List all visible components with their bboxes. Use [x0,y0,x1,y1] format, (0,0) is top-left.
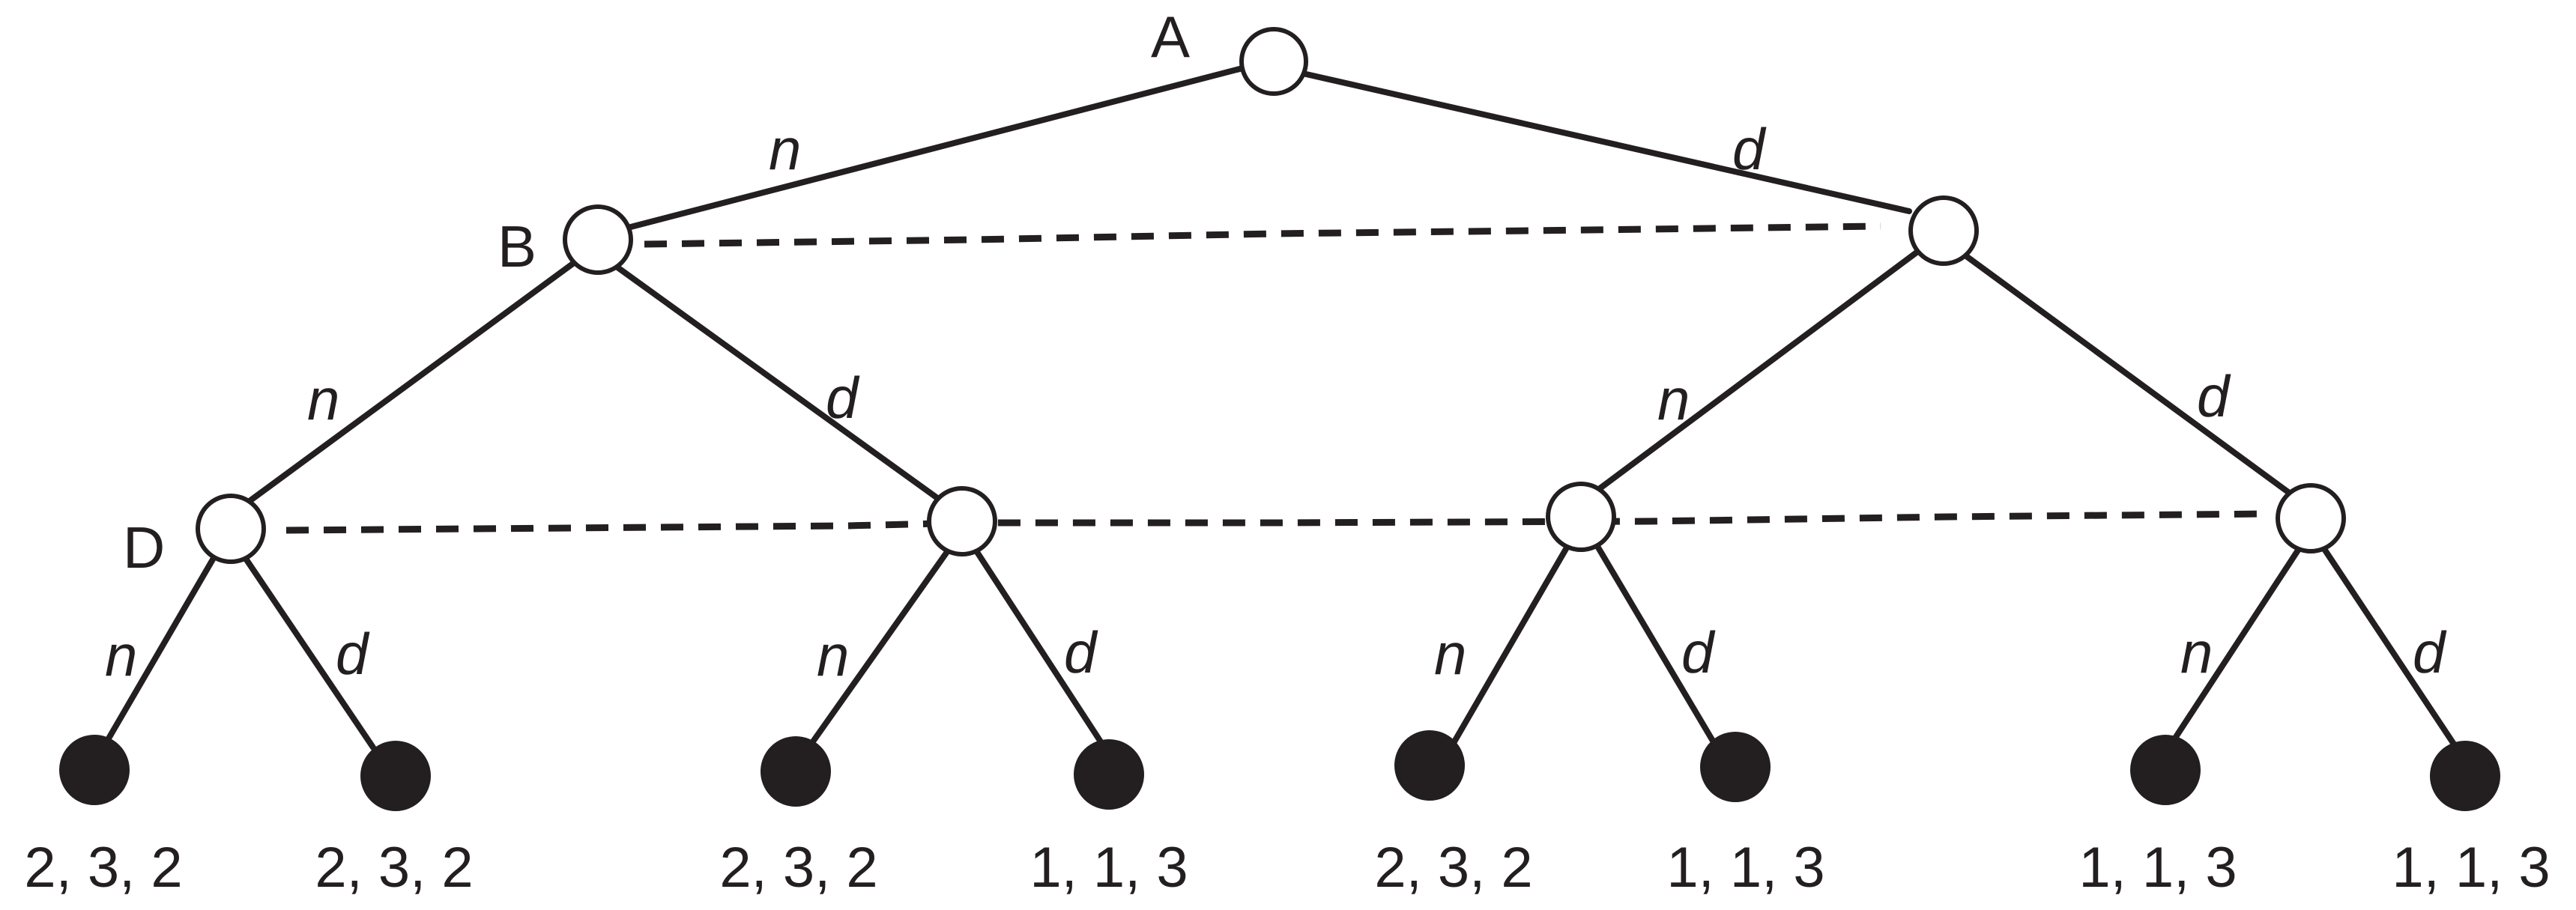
action-label-l2-right: d [1064,619,1098,685]
edge-b-l2 [611,262,946,505]
edge-d-t1 [100,551,219,750]
information-set-b [644,222,1881,248]
action-label-l4-right: d [2413,619,2447,685]
action-label-r-left: n [1657,366,1690,432]
information-set-d [285,510,2271,534]
node-l2 [927,486,997,556]
edge-a-b [625,63,1254,231]
edge-l2-t3 [805,547,952,752]
edge-r-l3 [1593,247,1923,494]
payoff-5: 2, 3, 2 [1374,836,1532,900]
edge-l4-t7 [2170,544,2303,744]
node-a [1239,27,1308,96]
edge-l4-t8 [2320,544,2462,755]
action-label-l3-left: n [1434,621,1466,687]
payoff-7: 1, 1, 3 [2078,836,2237,900]
action-label-root-right: d [1732,116,1767,182]
action-label-d-left: n [105,622,137,688]
action-label-l3-right: d [1681,619,1716,685]
terminal-node-5 [1394,730,1465,801]
terminal-node-7 [2130,735,2201,805]
terminal-node-3 [761,736,831,807]
payoff-6: 1, 1, 3 [1666,836,1824,900]
edge-l3-t6 [1593,541,1719,749]
payoff-1: 2, 3, 2 [24,836,182,900]
player-label-d: D [123,515,165,580]
terminal-node-4 [1074,739,1144,810]
action-label-l2-left: n [817,622,849,688]
action-label-root-left: n [769,116,801,182]
terminal-node-2 [360,741,431,811]
edge-r-l4 [1957,249,2294,497]
node-d [196,494,266,564]
terminal-node-1 [59,735,130,805]
edge-d-t2 [240,551,376,750]
node-l3 [1546,482,1616,552]
action-label-b-right: d [826,365,860,431]
payoff-8: 1, 1, 3 [2392,836,2550,900]
edge-l3-t5 [1451,541,1572,746]
terminal-node-6 [1700,732,1771,802]
action-label-l4-left: n [2180,619,2213,685]
edge-b-d [235,258,580,512]
payoff-2: 2, 3, 2 [315,836,473,900]
payoff-3: 2, 3, 2 [719,836,877,900]
terminal-node-8 [2430,741,2500,811]
edge-l2-t4 [973,547,1107,750]
player-label-a: A [1151,4,1190,70]
node-l4 [2276,483,2346,553]
node-b [563,204,633,275]
action-label-d-right: d [336,621,370,687]
edge-a-r [1293,69,1912,214]
action-label-b-left: n [307,366,339,432]
node-r [1908,195,1979,266]
payoff-4: 1, 1, 3 [1030,836,1188,900]
player-label-b: B [498,213,536,279]
action-label-r-right: d [2197,363,2231,429]
